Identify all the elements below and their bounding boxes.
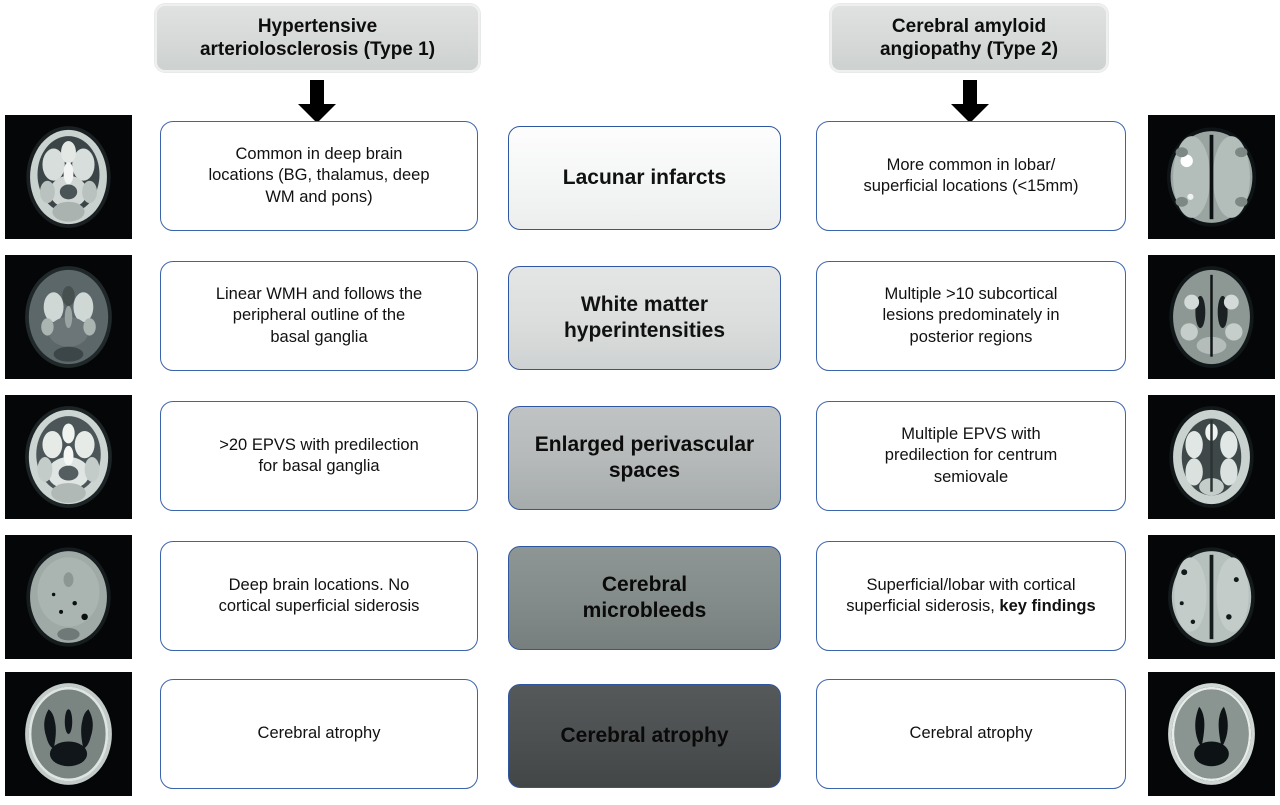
line: spaces — [608, 459, 681, 482]
line: Multiple EPVS with — [901, 424, 1041, 443]
center-box-cerebral-atrophy: Cerebral atrophy — [508, 684, 781, 788]
left-box-row2-text: Linear WMH and follows the peripheral ou… — [216, 284, 422, 348]
right-box-row1: More common in lobar/ superficial locati… — [816, 121, 1126, 231]
mri-thumbnail-row3-right — [1148, 395, 1275, 519]
mri-thumbnail-row4-left — [5, 535, 132, 659]
right-box-row3: Multiple EPVS with predilection for cent… — [816, 401, 1126, 511]
right-box-row2-text: Multiple >10 subcortical lesions predomi… — [882, 284, 1059, 348]
center-box-row4-text: Cerebral microbleeds — [583, 572, 707, 624]
line: Enlarged perivascular — [534, 432, 755, 456]
right-box-row4-bold-key-findings: key findings — [999, 597, 1096, 615]
line: Linear WMH and follows the — [215, 284, 423, 303]
left-box-row1: Common in deep brain locations (BG, thal… — [160, 121, 478, 231]
center-box-row2-text: White matter hyperintensities — [564, 292, 725, 344]
mri-thumbnail-row1-left — [5, 115, 132, 239]
left-box-row2: Linear WMH and follows the peripheral ou… — [160, 261, 478, 371]
mri-thumbnail-row5-right — [1148, 672, 1275, 796]
down-arrow-icon-left — [297, 80, 337, 124]
right-box-row1-text: More common in lobar/ superficial locati… — [863, 155, 1078, 198]
header-type1-text: Hypertensive arteriolosclerosis (Type 1) — [200, 15, 435, 61]
left-box-row4-text: Deep brain locations. No cortical superf… — [219, 575, 420, 618]
header-pill-type2: Cerebral amyloid angiopathy (Type 2) — [830, 4, 1108, 72]
center-box-cerebral-microbleeds: Cerebral microbleeds — [508, 546, 781, 650]
mri-thumbnail-row1-right — [1148, 115, 1275, 239]
line: superficial siderosis, — [846, 597, 1000, 615]
line: Superficial/lobar with cortical — [866, 575, 1076, 594]
mri-thumbnail-row2-right — [1148, 255, 1275, 379]
header-pill-type1: Hypertensive arteriolosclerosis (Type 1) — [155, 4, 480, 72]
mri-thumbnail-row3-left — [5, 395, 132, 519]
line: microbleeds — [582, 599, 707, 622]
header-type2-line2: angiopathy (Type 2) — [879, 39, 1059, 60]
line: White matter — [580, 292, 709, 316]
down-arrow-icon-right — [950, 80, 990, 124]
line: >20 EPVS with predilection — [219, 435, 419, 454]
center-box-lacunar-infarcts: Lacunar infarcts — [508, 126, 781, 230]
mri-thumbnail-row5-left — [5, 672, 132, 796]
center-box-white-matter-hyperintensities: White matter hyperintensities — [508, 266, 781, 370]
line: cortical superficial siderosis — [218, 597, 420, 615]
header-type1-line1: Hypertensive — [257, 15, 378, 37]
right-box-row5-text: Cerebral atrophy — [910, 723, 1033, 744]
left-box-row4: Deep brain locations. No cortical superf… — [160, 541, 478, 651]
right-box-row4: Superficial/lobar with cortical superfic… — [816, 541, 1126, 651]
line: Deep brain locations. No — [228, 575, 410, 594]
right-box-row2: Multiple >10 subcortical lesions predomi… — [816, 261, 1126, 371]
left-box-row5-text: Cerebral atrophy — [258, 723, 381, 744]
mri-thumbnail-row2-left — [5, 255, 132, 379]
right-box-row4-text: Superficial/lobar with cortical superfic… — [846, 575, 1095, 618]
left-box-row3: >20 EPVS with predilection for basal gan… — [160, 401, 478, 511]
header-type1-line2: arteriolosclerosis (Type 1) — [199, 39, 436, 60]
line: basal ganglia — [270, 327, 368, 346]
line: More common in lobar/ — [886, 155, 1056, 174]
line: predilection for centrum — [884, 446, 1058, 465]
right-box-row5: Cerebral atrophy — [816, 679, 1126, 789]
center-box-enlarged-perivascular-spaces: Enlarged perivascular spaces — [508, 406, 781, 510]
left-box-row3-text: >20 EPVS with predilection for basal gan… — [219, 435, 419, 478]
line: superficial locations (<15mm) — [863, 177, 1079, 195]
left-box-row1-text: Common in deep brain locations (BG, thal… — [208, 144, 429, 208]
mri-thumbnail-row4-right — [1148, 535, 1275, 659]
line: Cerebral — [601, 572, 688, 596]
line: Cerebral atrophy — [257, 724, 381, 743]
line: Multiple >10 subcortical — [884, 284, 1058, 303]
center-box-row5-text: Cerebral atrophy — [560, 723, 729, 747]
center-box-row1-text: Lacunar infarcts — [562, 165, 727, 189]
line: locations (BG, thalamus, deep — [208, 166, 430, 185]
right-box-row3-text: Multiple EPVS with predilection for cent… — [885, 424, 1057, 488]
line: Common in deep brain — [235, 144, 403, 163]
line: posterior regions — [909, 327, 1033, 346]
line: lesions predominately in — [882, 306, 1060, 325]
line: semiovale — [933, 467, 1009, 486]
line: peripheral outline of the — [232, 306, 406, 325]
left-box-row5: Cerebral atrophy — [160, 679, 478, 789]
line: for basal ganglia — [258, 457, 380, 475]
center-box-row3-text: Enlarged perivascular spaces — [535, 432, 754, 484]
header-type2-text: Cerebral amyloid angiopathy (Type 2) — [880, 15, 1058, 61]
header-type2-line1: Cerebral amyloid — [891, 15, 1047, 37]
line: Cerebral atrophy — [909, 724, 1033, 743]
line: hyperintensities — [563, 319, 726, 342]
line: WM and pons) — [265, 187, 373, 206]
